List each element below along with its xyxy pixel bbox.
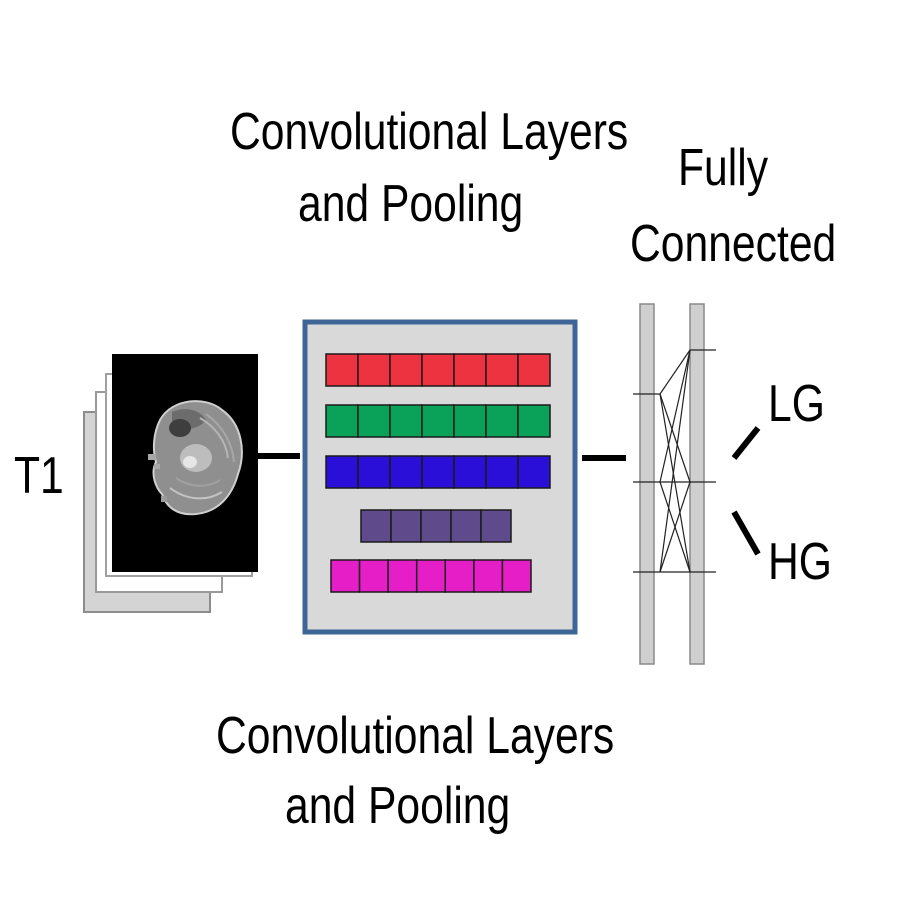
conv-cell [485, 353, 519, 387]
conv-cell [415, 559, 447, 593]
brain-slice [148, 400, 243, 516]
conv-cell [450, 509, 482, 543]
conv-cell [517, 404, 551, 438]
conv-layer-row-3 [325, 455, 551, 489]
conv-cell [420, 509, 452, 543]
conv-cell [453, 455, 487, 489]
conv-cell [389, 353, 423, 387]
conv-cell [330, 559, 361, 593]
conv-cell [501, 559, 532, 593]
conv-layer-row-5 [330, 559, 532, 593]
top-title-line2: and Pooling [298, 175, 524, 233]
conv-cell [325, 404, 359, 438]
lg-output-line [731, 426, 761, 460]
conv-layer-rows [325, 353, 551, 593]
fc-title-line2: Connected [630, 215, 837, 273]
input-label: T1 [14, 447, 64, 505]
conv-cell [421, 353, 455, 387]
conv-cell [517, 455, 551, 489]
conv-cell [421, 455, 455, 489]
conv-cell [325, 455, 359, 489]
conv-cell [480, 509, 512, 543]
conv-cell [517, 353, 551, 387]
fc-bar-right [689, 303, 705, 665]
conv-cell [387, 559, 418, 593]
top-title-line1: Convolutional Layers [230, 103, 629, 161]
conv-cell [360, 509, 392, 543]
conv-layer-row-4 [360, 509, 512, 543]
conv-cell [421, 404, 455, 438]
fc-bar-left [639, 303, 655, 665]
conv-cell [485, 404, 519, 438]
hg-output-line [731, 510, 761, 556]
input-slice-stack [83, 354, 258, 613]
conv-cell [444, 559, 475, 593]
conv-cell [389, 404, 423, 438]
conv-cell [358, 559, 389, 593]
conv-cell [390, 509, 422, 543]
fully-connected-block [633, 303, 716, 665]
output-label-hg: HG [768, 533, 832, 591]
conv-layer-row-1 [325, 353, 551, 387]
fc-connections [633, 349, 716, 573]
conv-cell [485, 455, 519, 489]
conv-cell [357, 455, 391, 489]
conv-layer-row-2 [325, 404, 551, 438]
conv-cell [453, 404, 487, 438]
conv-cell [389, 455, 423, 489]
conv-cell [473, 559, 504, 593]
conv-cell [357, 404, 391, 438]
bottom-title-line2: and Pooling [285, 777, 511, 835]
conv-cell [325, 353, 359, 387]
conv-cell [453, 353, 487, 387]
conv-cell [357, 353, 391, 387]
fc-title-line1: Fully [678, 139, 769, 197]
conv-pooling-block [302, 319, 578, 635]
output-label-lg: LG [768, 375, 825, 433]
bottom-title-line1: Convolutional Layers [216, 707, 615, 765]
